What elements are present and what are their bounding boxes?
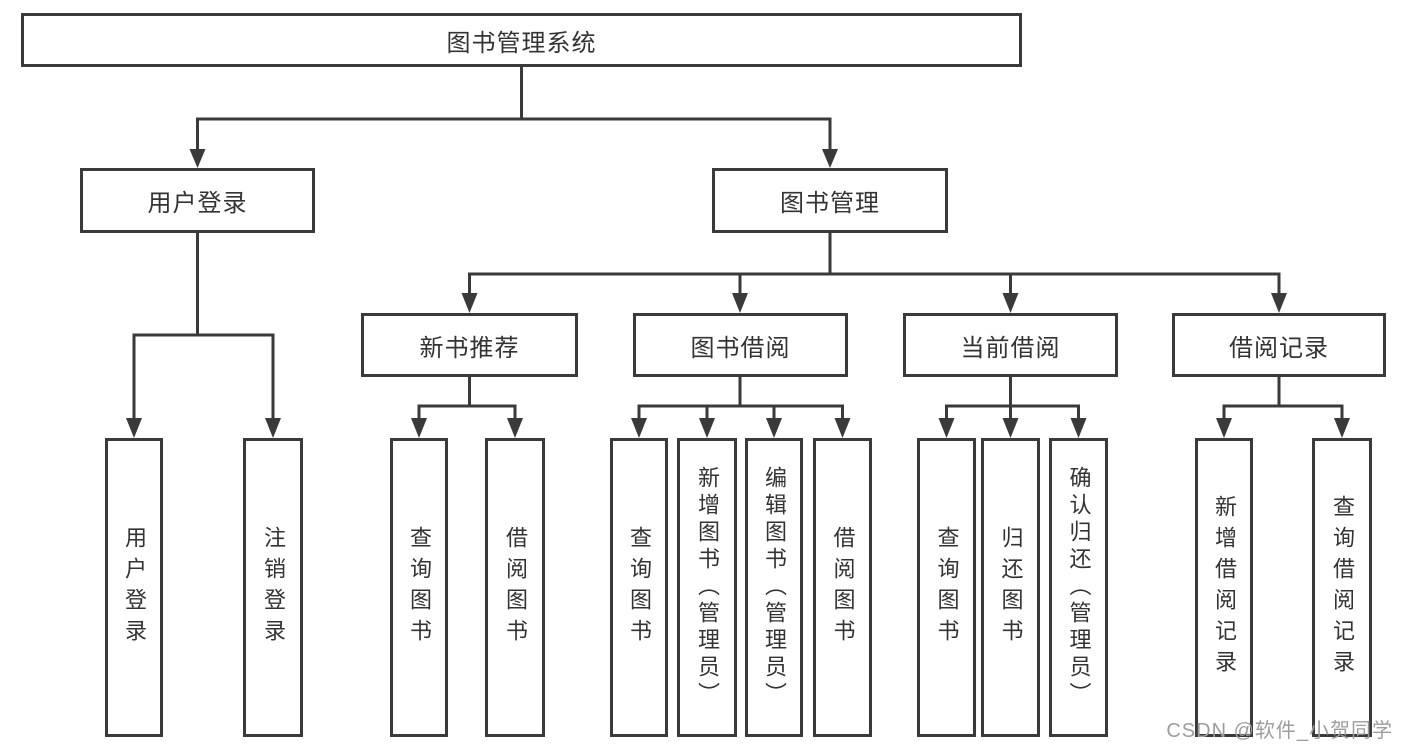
node-label: 编辑图书（管理员） [762,466,787,709]
node-library-management-system: 图书管理系统 [21,13,1022,67]
node-label: 查询借阅记录 [1330,494,1355,681]
node-label: 借阅图书 [830,525,856,650]
node-borrowing-records: 借阅记录 [1172,313,1386,377]
node-label: 图书管理 [780,190,880,217]
leaf-logout: 注销登录 [243,438,303,737]
node-label: 借阅记录 [1229,334,1329,362]
node-label: 新增图书（管理员） [695,466,720,709]
node-book-borrowing: 图书借阅 [633,313,848,377]
csdn-watermark: CSDN @软件_小贺同学 [1166,720,1393,742]
node-label: 查询图书 [934,525,960,650]
leaf-query-books-1: 查询图书 [390,438,448,737]
node-label: 注销登录 [261,525,286,650]
leaf-user-login: 用户登录 [105,438,163,737]
leaf-add-books-admin: 新增图书（管理员） [677,438,737,737]
node-new-book-recommend: 新书推荐 [361,313,578,377]
node-label: 用户登录 [122,525,147,650]
node-label: 新书推荐 [419,334,520,362]
leaf-confirm-return-admin: 确认归还（管理员） [1049,438,1108,737]
leaf-query-books-3: 查询图书 [917,438,976,737]
node-label: 图书借阅 [690,334,791,362]
leaf-borrow-books-1: 借阅图书 [485,438,545,737]
node-label: 用户登录 [147,190,248,217]
leaf-query-borrow-record: 查询借阅记录 [1312,438,1372,737]
node-label: 确认归还（管理员） [1066,466,1092,709]
leaf-add-borrow-record: 新增借阅记录 [1195,438,1253,737]
leaf-return-books: 归还图书 [981,438,1040,737]
node-book-management: 图书管理 [712,168,948,233]
node-label: 查询图书 [627,525,652,650]
node-user-login: 用户登录 [80,168,315,233]
node-label: 当前借阅 [960,334,1061,362]
node-label: 查询图书 [407,525,432,650]
node-label: 图书管理系统 [446,29,597,57]
node-label: 借阅图书 [503,525,528,650]
leaf-borrow-books-2: 借阅图书 [813,438,872,737]
leaf-query-books-2: 查询图书 [610,438,668,737]
node-label: 新增借阅记录 [1212,494,1237,681]
leaf-edit-books-admin: 编辑图书（管理员） [745,438,803,737]
node-current-borrowing: 当前借阅 [903,313,1118,377]
node-label: 归还图书 [998,525,1024,650]
